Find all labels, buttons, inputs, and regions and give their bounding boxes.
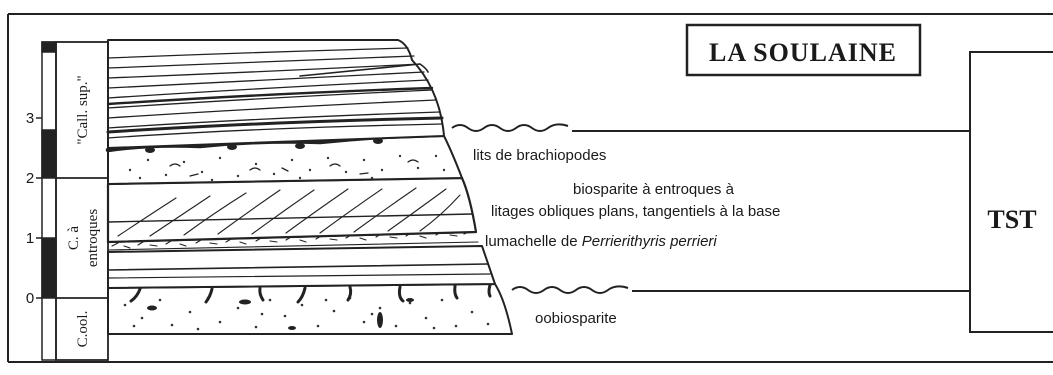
scale-tick-3: 3 [26, 110, 34, 127]
unit-label-c-ool: C.ool. [75, 311, 91, 348]
figure-title: LA SOULAINE [709, 38, 897, 67]
bed-biosparite-entroques [108, 178, 476, 242]
bed-oobiosparite [108, 284, 512, 334]
annotation-lumachelle: lumachelle de Perrierithyris perrieri [485, 233, 717, 250]
lithology-column [108, 40, 512, 334]
unit-label-call-sup: "Call. sup." [75, 75, 91, 144]
annotation-biosparite-2: litages obliques plans, tangentiels à la… [491, 203, 780, 220]
annotation-biosparite-1: biosparite à entroques à [573, 181, 735, 198]
annotation-lumachelle-species: Perrierithyris perrieri [582, 233, 718, 250]
annotation-oobiosparite: oobiosparite [535, 310, 617, 327]
scale-bar [42, 42, 56, 360]
scale-tick-1: 1 [26, 230, 34, 247]
scale-tick-2: 2 [26, 170, 34, 187]
unit-label-entroques: entroques [85, 209, 101, 267]
annotation-lumachelle-prefix: lumachelle de [485, 233, 582, 250]
sequence-column [970, 52, 1053, 332]
unit-label-c-a: C. à [66, 226, 82, 251]
sequence-label: TST [987, 205, 1036, 234]
scale-ticks [36, 118, 42, 298]
annotation-brachiopods: lits de brachiopodes [473, 147, 606, 164]
scale-tick-0: 0 [26, 290, 34, 307]
